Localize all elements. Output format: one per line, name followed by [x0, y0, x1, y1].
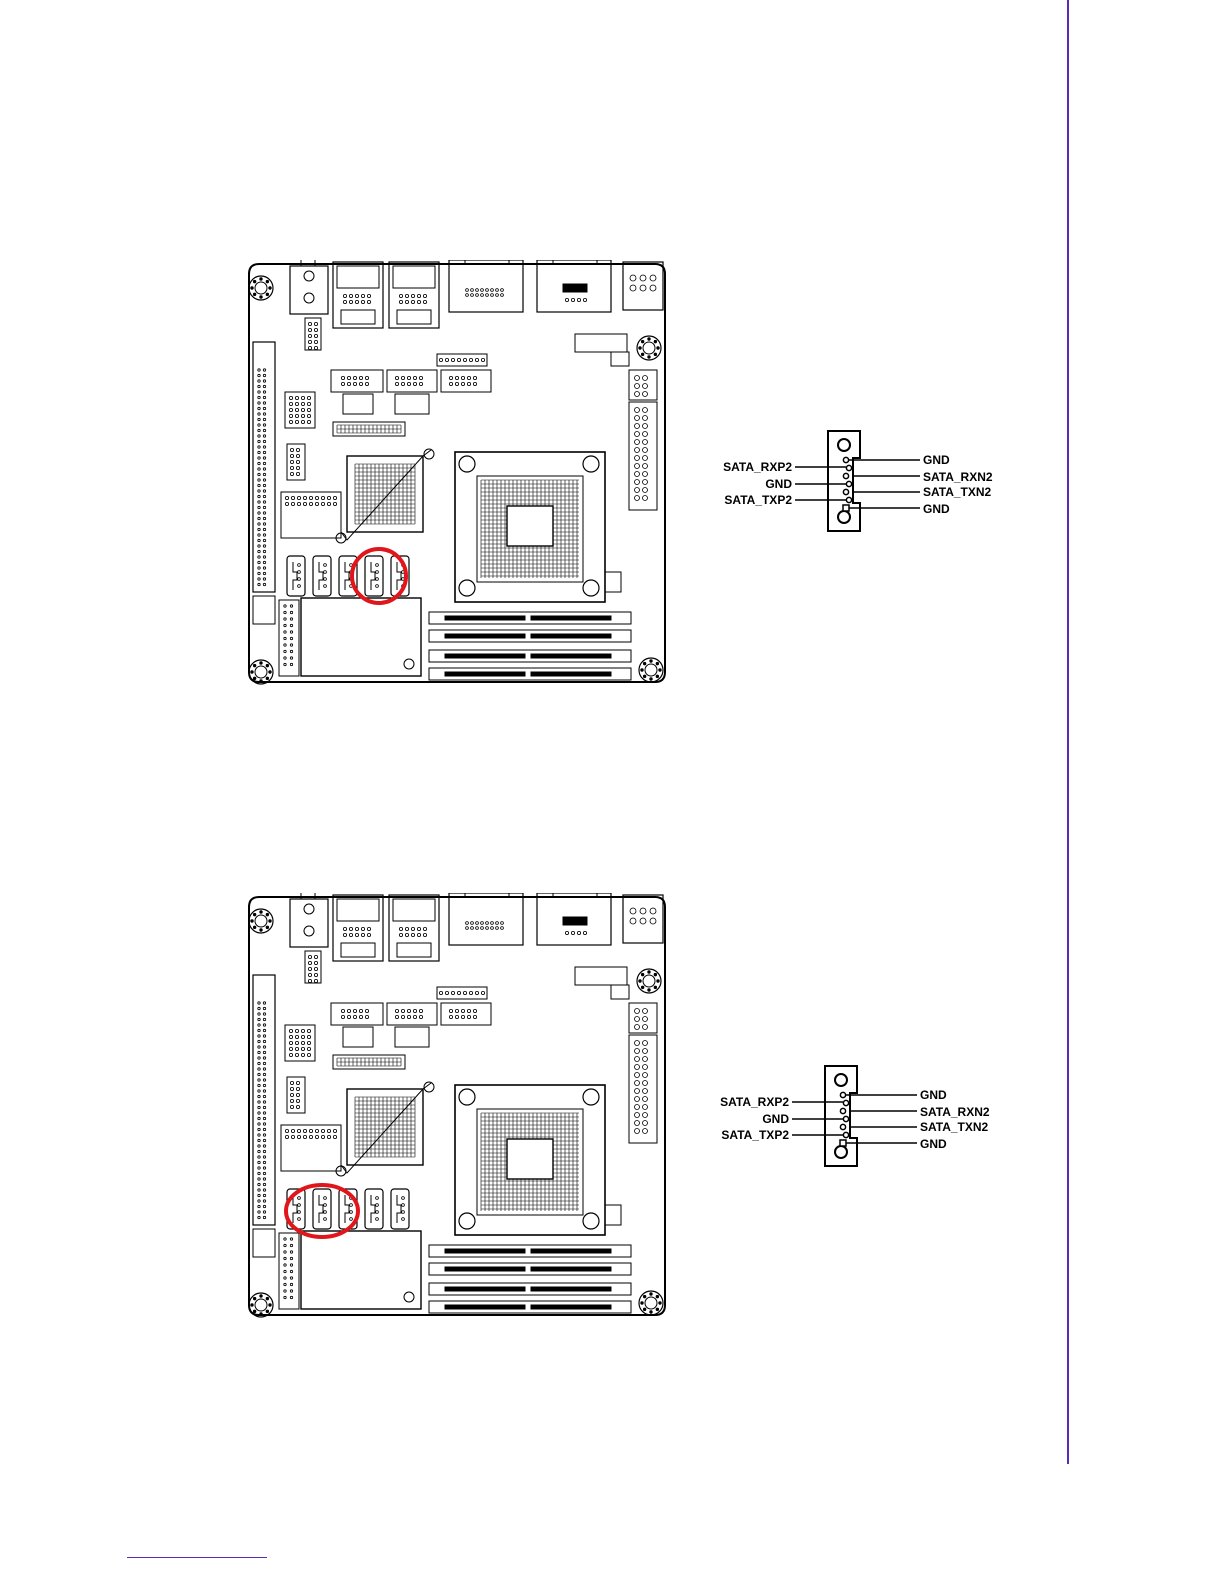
usb-lan-stack-1	[333, 895, 383, 961]
cpu-socket	[455, 452, 605, 602]
sata-port	[391, 1189, 409, 1229]
usb-lan-stack-1	[333, 262, 383, 328]
pin-label-right-2: SATA_RXN2	[920, 1105, 990, 1119]
mounting-hole	[249, 276, 273, 300]
mounting-hole	[249, 660, 273, 684]
footer-rule	[127, 1557, 267, 1558]
board-artwork	[249, 260, 665, 684]
motherboard-diagram-1	[245, 260, 669, 686]
mounting-hole	[639, 1291, 663, 1315]
audio-jack	[290, 899, 328, 947]
motherboard-diagram-2	[245, 893, 669, 1319]
memory-slots	[429, 1245, 631, 1313]
pin-label-right-2: SATA_RXN2	[923, 470, 993, 484]
expansion-slot	[253, 342, 275, 624]
chipset	[336, 449, 434, 543]
rear-io	[290, 260, 663, 328]
mounting-hole	[639, 658, 663, 682]
sata-port	[287, 556, 305, 596]
usb-port	[623, 262, 663, 310]
sata-pinout-2: SATA_RXP2 GND SATA_TXP2 GND SATA_RXN2 SA…	[697, 1060, 1017, 1175]
usb-lan-stack-2	[389, 895, 439, 961]
mini-card	[279, 1231, 421, 1309]
vga-port	[449, 260, 523, 312]
mounting-hole	[249, 909, 273, 933]
board-artwork	[249, 893, 665, 1317]
highlight-circle	[352, 549, 406, 603]
memory-slots	[429, 612, 631, 680]
sata-port	[365, 1189, 383, 1229]
pin-label-right-3: SATA_TXN2	[923, 485, 992, 499]
sata-port	[365, 556, 383, 596]
pin-label-left-2: GND	[765, 477, 792, 491]
pin-label-left-3: SATA_TXP2	[721, 1128, 789, 1142]
sata-port	[313, 1189, 331, 1229]
sata-ports	[287, 556, 409, 596]
pin-label-right-4: GND	[923, 502, 950, 516]
pin-headers	[281, 318, 657, 592]
pin-label-right-3: SATA_TXN2	[920, 1120, 989, 1134]
pin-label-right-1: GND	[920, 1088, 947, 1102]
usb-port	[623, 895, 663, 943]
pin-label-left-3: SATA_TXP2	[724, 493, 792, 507]
chipset	[336, 1082, 434, 1176]
mounting-hole	[637, 336, 661, 360]
sata-pinout-1: SATA_RXP2 GND SATA_TXP2 GND SATA_RXN2 SA…	[700, 425, 1020, 540]
sata-connector-body	[828, 431, 860, 531]
pin-label-right-1: GND	[923, 453, 950, 467]
display-port	[537, 260, 611, 312]
vga-port	[449, 893, 523, 945]
usb-lan-stack-2	[389, 262, 439, 328]
sata-port	[313, 556, 331, 596]
pin-label-left-1: SATA_RXP2	[723, 460, 792, 474]
pin-label-left-1: SATA_RXP2	[720, 1095, 789, 1109]
cpu-socket	[455, 1085, 605, 1235]
page-side-rule	[1067, 0, 1069, 1464]
audio-jack	[290, 266, 328, 314]
mini-card	[279, 598, 421, 676]
pin-label-left-2: GND	[762, 1112, 789, 1126]
expansion-slot	[253, 975, 275, 1257]
sata-connector-body	[825, 1066, 857, 1166]
display-port	[537, 893, 611, 945]
mounting-hole	[249, 1293, 273, 1317]
rear-io	[290, 893, 663, 961]
pin-headers	[281, 951, 657, 1225]
mounting-hole	[637, 969, 661, 993]
pin-label-right-4: GND	[920, 1137, 947, 1151]
